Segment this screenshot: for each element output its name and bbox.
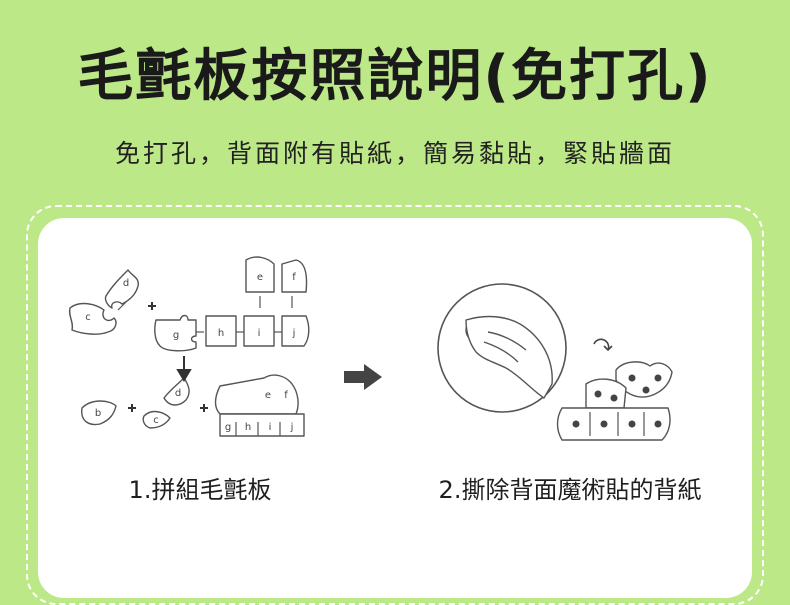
felt-piece-j (281, 315, 310, 347)
piece-label-f2: f (284, 390, 288, 401)
felt-piece-f (281, 259, 308, 293)
felt-piece-i (243, 315, 275, 347)
felt-board-back-top (615, 361, 673, 398)
felt-piece-h (205, 315, 237, 347)
piece-label-h2: h (245, 422, 251, 433)
felt-piece-g (154, 314, 197, 352)
page-subtitle: 免打孔，背面附有貼紙，簡易黏貼，緊貼牆面 (114, 139, 675, 168)
piece-label-j: j (292, 328, 296, 339)
piece-label-d: d (123, 278, 129, 289)
felt-piece-assembled (214, 374, 299, 415)
piece-label-c: c (85, 312, 91, 323)
felt-board-back-mid (585, 378, 627, 409)
arrow-right-icon (344, 364, 382, 390)
piece-label-c2: c (153, 415, 159, 426)
piece-label-b: b (95, 408, 101, 419)
piece-label-e2: e (265, 390, 271, 401)
page-title: 毛氈板按照說明(免打孔) (77, 44, 713, 109)
step-2-caption: 2.撕除背面魔術貼的背紙 (438, 476, 702, 504)
peeling-illustration (437, 283, 673, 441)
piece-label-e: e (257, 272, 263, 283)
piece-label-g: g (173, 330, 179, 341)
felt-piece-c (68, 302, 117, 335)
piece-label-j2: j (290, 422, 294, 433)
felt-piece-d2 (163, 377, 190, 406)
piece-label-i2: i (269, 422, 272, 433)
felt-board-back-bottom (556, 407, 671, 441)
plus-icon (128, 302, 208, 412)
piece-label-d2: d (175, 388, 181, 399)
felt-piece-assembled-row (219, 413, 305, 437)
piece-label-h: h (218, 328, 224, 339)
arrow-down-icon (176, 356, 192, 382)
piece-label-g2: g (225, 422, 231, 433)
felt-piece-d (104, 269, 140, 309)
piece-label-f: f (292, 272, 296, 283)
felt-piece-e (245, 256, 275, 293)
felt-piece-b (81, 400, 117, 426)
felt-piece-c2 (142, 410, 171, 429)
rotate-icon (593, 338, 613, 352)
step-1-caption: 1.拼組毛氈板 (128, 476, 272, 504)
assembly-illustration: c d g h i j e f b c d e f g h i j (68, 256, 310, 437)
hand-peeling-icon (465, 315, 553, 399)
piece-label-i: i (258, 328, 261, 339)
